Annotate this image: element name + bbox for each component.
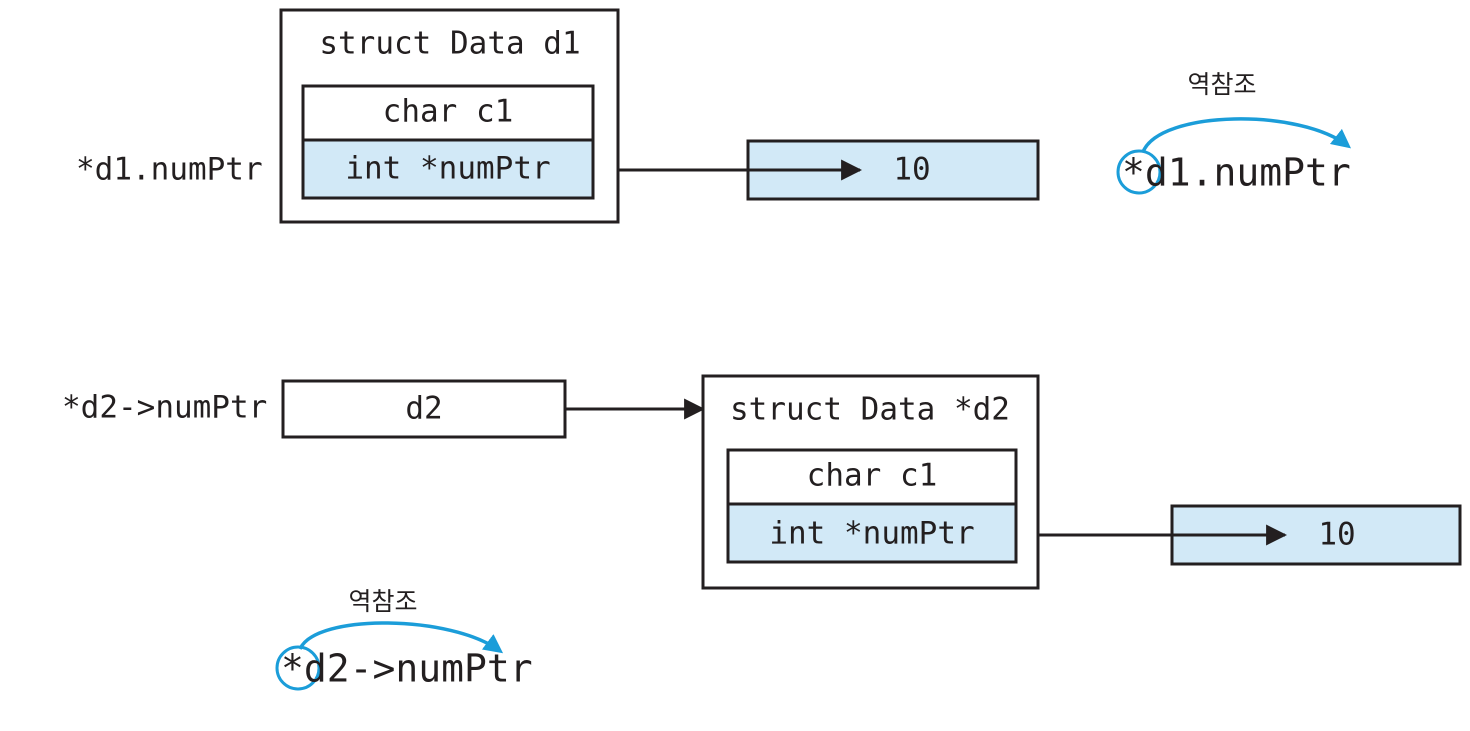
- row2-deref-annotation-label: 역참조: [348, 587, 417, 616]
- row2-field-char-label: char c1: [807, 458, 938, 494]
- row1-field-ptr-box: [301, 138, 595, 200]
- row1-deref-annotation-label: 역참조: [1187, 70, 1256, 99]
- row2-deref-expression: *d2->numPtr: [281, 647, 533, 691]
- row1-deref-star-circle: [1116, 149, 1162, 195]
- row2-field-char-box: [726, 448, 1018, 506]
- row2-pointer-label: d2: [405, 391, 442, 427]
- row2-deref-curve-arrow: [298, 621, 504, 654]
- row1-field-ptr-label: int *numPtr: [345, 151, 550, 187]
- row1-value-label: 10: [893, 152, 930, 188]
- row1-deref-curve-arrow: [1141, 117, 1352, 153]
- row1-deref-expression: *d1.numPtr: [1122, 151, 1351, 195]
- row2-pointer-box: [281, 379, 567, 439]
- row1-left-label: *d1.numPtr: [76, 152, 263, 188]
- row1-field-char-label: char c1: [383, 94, 514, 130]
- row2-field-ptr-box: [726, 502, 1018, 564]
- row2-field-ptr-label: int *numPtr: [769, 516, 974, 552]
- row2-value-label: 10: [1318, 517, 1355, 553]
- row1-field-char-box: [301, 84, 595, 142]
- row2-left-label: *d2->numPtr: [62, 390, 267, 426]
- row1-struct-title: struct Data d1: [319, 26, 580, 62]
- row2-deref-star-circle: [275, 645, 321, 691]
- row2-struct-title: struct Data *d2: [730, 392, 1010, 428]
